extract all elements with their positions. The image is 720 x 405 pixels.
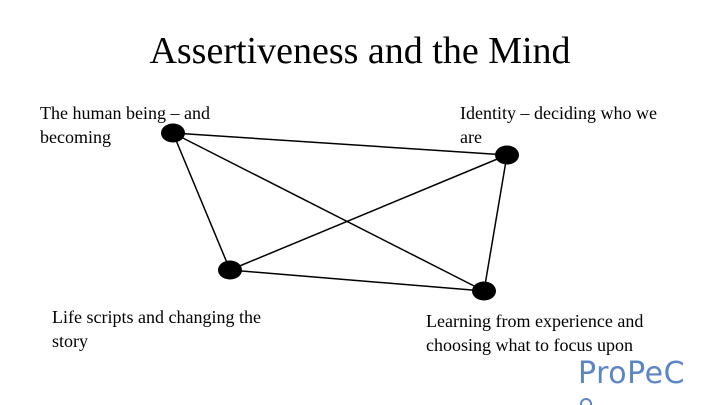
node-label-line: story [52,331,88,351]
edge-human-scripts [172,132,231,271]
node-label-learning: Learning from experience and choosing wh… [426,309,643,357]
node-label-line: Identity – deciding who we [460,103,657,123]
edge-identity-scripts [229,154,508,271]
edge-identity-learning [483,154,508,292]
diagram-edges [172,132,508,292]
node-identity [495,145,519,165]
node-label-scripts: Life scripts and changing the story [52,305,261,353]
edge-human-learning [172,132,485,292]
node-label-line: Life scripts and changing the [52,307,261,327]
edge-scripts-learning [229,269,485,292]
edge-human-identity [172,132,508,156]
node-label-line: The human being – and [40,103,210,123]
slide-title: Assertiveness and the Mind [149,30,571,72]
diagram-nodes [161,123,519,301]
node-label-human: The human being – and becoming [40,101,210,149]
copyright-icon [580,398,592,405]
propec-logo: ProPeC [578,356,686,391]
node-learning [472,281,496,301]
node-label-identity: Identity – deciding who we are [460,101,657,149]
node-label-line: Learning from experience and [426,311,644,331]
node-label-line: becoming [40,127,111,147]
node-label-line: choosing what to focus upon [426,335,633,355]
node-label-line: are [460,127,482,147]
node-scripts [218,260,242,280]
node-human [161,123,185,143]
